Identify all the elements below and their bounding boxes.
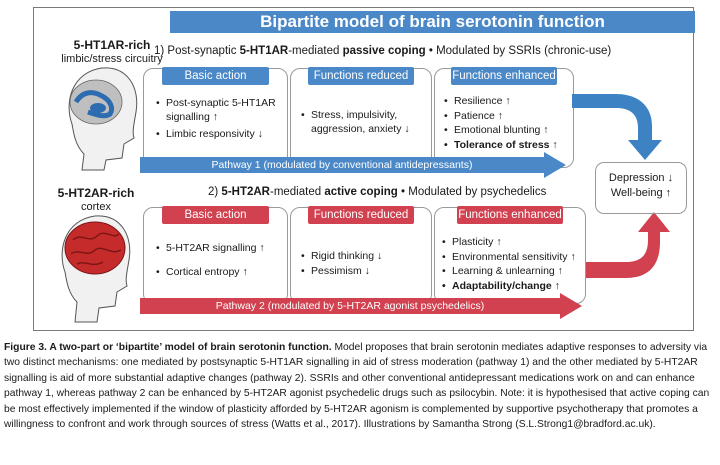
top-heading-part: 1) Post-synaptic [154,45,240,57]
bottom-card-list: Plasticity ↑ Environmental sensitivity ↑… [442,236,582,297]
top-heading-part: -mediated [288,45,343,57]
outcome-arrow-red [586,212,670,278]
bottom-heading-part: 2) [208,186,222,198]
figure-caption: Figure 3. A two-part or ‘bipartite’ mode… [4,340,716,432]
top-heading-part: • Modulated by SSRIs (chronic-use) [425,45,612,57]
bottom-card-header: Functions reduced [308,206,414,224]
list-item: Pessimism ↓ [301,265,427,279]
list-item: Stress, impulsivity, aggression, anxiety… [301,109,427,136]
caption-body: Model proposes that brain serotonin medi… [4,342,710,431]
list-item: Cortical entropy ↑ [156,266,282,280]
list-item: Learning & unlearning ↑ [442,265,582,279]
top-card-header: Basic action [162,67,269,85]
bottom-brain-label-sub: cortex [81,201,111,213]
list-item: Resilience ↑ [444,95,570,109]
bottom-heading-part: -mediated [269,186,325,198]
list-item: Emotional blunting ↑ [444,124,570,138]
outcome-depression: Depression ↓ [608,172,674,184]
top-section-heading: 1) Post-synaptic 5-HT1AR-mediated passiv… [154,45,611,57]
top-card-list: Post-synaptic 5-HT1AR signalling ↑ Limbi… [156,97,282,146]
outcome-arrow-blue [572,94,662,160]
bottom-card-header: Functions enhanced [457,206,563,224]
bottom-heading-part: • Modulated by psychedelics [397,186,547,198]
bottom-brain-label: 5-HT2AR-rich cortex [46,186,146,214]
bottom-card-list: Rigid thinking ↓ Pessimism ↓ [301,250,427,282]
bottom-card-functions-reduced: Functions reduced Rigid thinking ↓ Pessi… [290,206,432,304]
bottom-section-heading: 2) 5-HT2AR-mediated active coping • Modu… [208,186,546,198]
list-item: Environmental sensitivity ↑ [442,251,582,265]
top-card-functions-enhanced: Functions enhanced Resilience ↑ Patience… [434,67,574,168]
top-brain-label: 5-HT1AR-rich limbic/stress circuitry [56,38,168,66]
list-item: 5-HT2AR signalling ↑ [156,242,282,256]
bottom-card-basic-action: Basic action 5-HT2AR signalling ↑ Cortic… [143,206,288,304]
top-heading-part: 5-HT1AR [239,45,289,57]
pathway-1-arrow [140,152,566,178]
top-card-header: Functions enhanced [451,67,557,85]
bottom-heading-part: 5-HT2AR [221,186,270,198]
pathway-2-label: Pathway 2 (modulated by 5-HT2AR agonist … [215,300,485,312]
pathway-2-arrow [140,293,582,319]
list-item: Plasticity ↑ [442,236,582,250]
caption-lead: Figure 3. A two-part or ‘bipartite’ mode… [4,342,332,353]
head-illustration-top [68,67,138,171]
top-card-list: Resilience ↑ Patience ↑ Emotional blunti… [444,95,570,156]
bottom-card-functions-enhanced: Functions enhanced Plasticity ↑ Environm… [434,206,586,304]
list-item: Patience ↑ [444,110,570,124]
top-card-header: Functions reduced [308,67,414,85]
top-heading-part: passive coping [342,45,426,57]
list-item: Adaptability/change ↑ [442,280,582,294]
list-item: Rigid thinking ↓ [301,250,427,264]
bottom-brain-label-bold: 5-HT2AR-rich [57,186,135,200]
list-item: Tolerance of stress ↑ [444,139,570,153]
bottom-card-list: 5-HT2AR signalling ↑ Cortical entropy ↑ [156,242,282,283]
top-brain-label-sub: limbic/stress circuitry [61,53,163,65]
top-card-list: Stress, impulsivity, aggression, anxiety… [301,109,427,140]
list-item: Limbic responsivity ↓ [156,128,282,142]
head-illustration-bottom [61,215,131,323]
figure-title: Bipartite model of brain serotonin funct… [170,11,695,33]
outcome-box: Depression ↓ Well-being ↑ [595,162,687,214]
pathway-1-label: Pathway 1 (modulated by conventional ant… [211,159,473,171]
bottom-card-header: Basic action [162,206,269,224]
bottom-heading-part: active coping [324,186,398,198]
list-item: Post-synaptic 5-HT1AR signalling ↑ [156,97,282,124]
outcome-wellbeing: Well-being ↑ [610,187,672,199]
top-brain-label-bold: 5-HT1AR-rich [73,38,151,52]
